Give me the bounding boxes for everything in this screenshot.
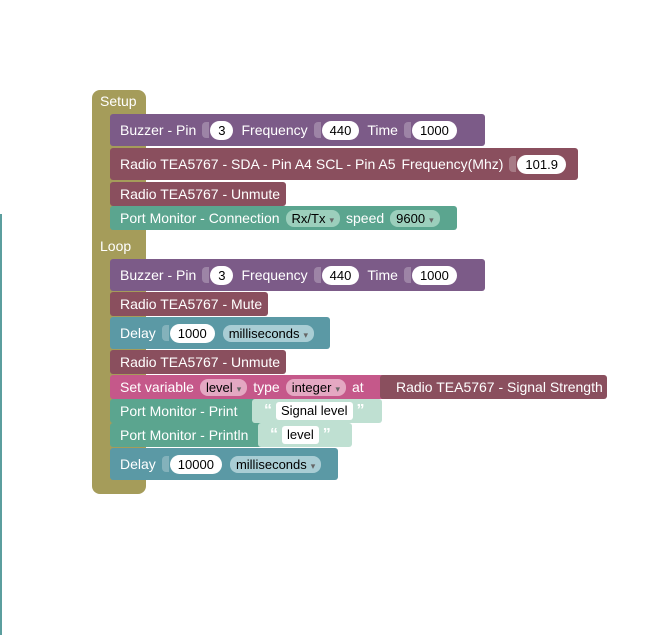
unit-dropdown[interactable]: milliseconds▾ (229, 455, 322, 473)
set-variable-block[interactable]: Set variable level▾ type integer▾ at (110, 375, 388, 399)
time-label: Time (367, 122, 398, 138)
input-socket (313, 267, 321, 283)
frequency-label: Frequency (241, 122, 308, 138)
speed-value: 9600 (396, 210, 426, 226)
input-socket (161, 456, 169, 472)
unmute-label: Radio TEA5767 - Unmute (120, 186, 281, 202)
delay-block-2[interactable]: Delay 10000 milliseconds▾ (110, 448, 338, 480)
unmute-label: Radio TEA5767 - Unmute (120, 354, 281, 370)
frequency-label: Frequency (241, 267, 308, 283)
type-value: integer (291, 379, 332, 395)
set-variable-label: Set variable (120, 379, 194, 395)
buzzer-label: Buzzer - Pin (120, 122, 197, 138)
type-label: type (253, 379, 280, 395)
port-println-block[interactable]: Port Monitor - Println (110, 423, 268, 447)
unit-value: milliseconds (228, 325, 300, 341)
delay-block-1[interactable]: Delay 1000 milliseconds▾ (110, 317, 330, 349)
input-socket (161, 325, 169, 341)
chevron-down-icon: ▾ (329, 214, 335, 225)
setup-unmute-block[interactable]: Radio TEA5767 - Unmute (110, 182, 286, 206)
input-socket (403, 122, 411, 138)
speed-dropdown[interactable]: 9600▾ (390, 209, 440, 227)
mute-block[interactable]: Radio TEA5767 - Mute (110, 292, 268, 316)
loop-unmute-block[interactable]: Radio TEA5767 - Unmute (110, 350, 286, 374)
buzzer-label: Buzzer - Pin (120, 267, 197, 283)
port-print-label: Port Monitor - Print (120, 403, 238, 419)
print-text-input[interactable]: Signal level (276, 402, 353, 420)
quote-close-icon: ” (322, 426, 331, 443)
left-panel-edge (0, 214, 2, 635)
time-input[interactable]: 1000 (411, 120, 457, 140)
radio-frequency-input[interactable]: 101.9 (517, 154, 566, 174)
input-socket (202, 267, 210, 283)
variable-value: level (205, 379, 233, 395)
time-input[interactable]: 1000 (411, 265, 457, 285)
quote-open-icon: “ (270, 426, 278, 443)
chevron-down-icon: ▾ (236, 383, 242, 394)
port-println-label: Port Monitor - Println (120, 427, 249, 443)
port-connection-block[interactable]: Port Monitor - Connection Rx/Tx▾ speed 9… (110, 206, 457, 230)
input-socket (403, 267, 411, 283)
chevron-down-icon: ▾ (429, 214, 434, 225)
mode-value: Rx/Tx (291, 210, 326, 226)
unit-dropdown[interactable]: milliseconds▾ (222, 324, 315, 342)
delay-label: Delay (120, 325, 156, 341)
variable-dropdown[interactable]: level▾ (199, 378, 248, 396)
delay-label: Delay (120, 456, 156, 472)
println-var-input[interactable]: level (282, 426, 319, 444)
setup-label: Setup (100, 93, 137, 109)
time-label: Time (367, 267, 398, 283)
quote-open-icon: “ (264, 402, 272, 419)
radio-init-block[interactable]: Radio TEA5767 - SDA - Pin A4 SCL - Pin A… (110, 148, 578, 180)
delay-input[interactable]: 10000 (169, 454, 222, 474)
input-socket (202, 122, 210, 138)
quote-close-icon: ” (356, 402, 365, 419)
input-socket (313, 122, 321, 138)
loop-buzzer-block[interactable]: Buzzer - Pin 3 Frequency 440 Time 1000 (110, 259, 485, 291)
pin-input[interactable]: 3 (210, 120, 234, 140)
type-dropdown[interactable]: integer▾ (285, 378, 346, 396)
mode-dropdown[interactable]: Rx/Tx▾ (285, 209, 341, 227)
println-var-block[interactable]: “ level ” (258, 423, 352, 447)
speed-label: speed (346, 210, 385, 226)
frequency-input[interactable]: 440 (321, 265, 360, 285)
chevron-down-icon: ▾ (303, 329, 309, 340)
setup-buzzer-block[interactable]: Buzzer - Pin 3 Frequency 440 Time 1000 (110, 114, 485, 146)
chevron-down-icon: ▾ (310, 460, 316, 471)
port-connection-label: Port Monitor - Connection (120, 210, 280, 226)
input-socket (509, 156, 517, 172)
loop-label: Loop (100, 238, 132, 254)
radio-init-label: Radio TEA5767 - SDA - Pin A4 SCL - Pin A… (120, 156, 396, 172)
mute-label: Radio TEA5767 - Mute (120, 296, 263, 312)
delay-input[interactable]: 1000 (169, 323, 215, 343)
signal-strength-label: Radio TEA5767 - Signal Strength (396, 379, 603, 395)
frequency-input[interactable]: 440 (321, 120, 360, 140)
signal-strength-block[interactable]: Radio TEA5767 - Signal Strength (380, 375, 607, 399)
port-print-block[interactable]: Port Monitor - Print (110, 399, 262, 423)
chevron-down-icon: ▾ (335, 383, 340, 394)
unit-value: milliseconds (235, 456, 307, 472)
pin-input[interactable]: 3 (210, 265, 234, 285)
print-text-block[interactable]: “ Signal level ” (252, 399, 382, 423)
radio-frequency-label: Frequency(Mhz) (401, 156, 504, 172)
at-label: at (351, 379, 364, 395)
